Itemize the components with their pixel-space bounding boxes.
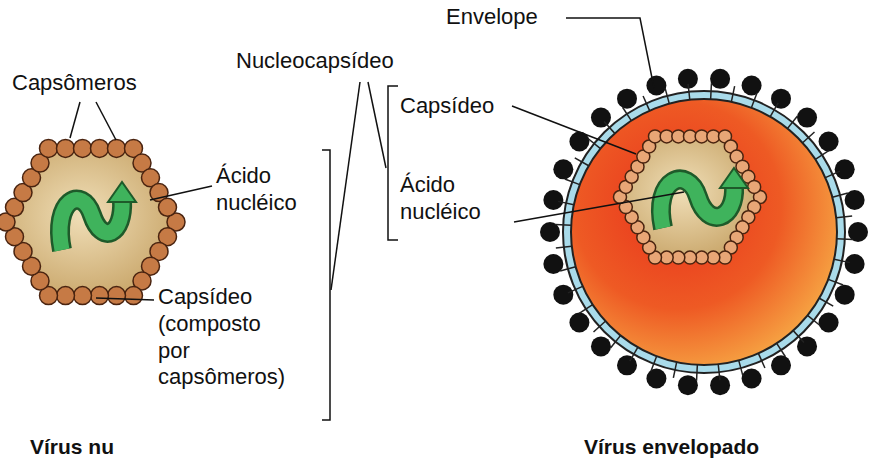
- nucleic-acid: [60, 182, 136, 250]
- capsid-interior: [620, 136, 760, 257]
- tick: [710, 83, 712, 99]
- capsomere: [108, 139, 126, 157]
- tick: [651, 356, 657, 371]
- capsomere: [91, 287, 109, 305]
- capsomere: [74, 287, 92, 305]
- tick: [604, 122, 615, 134]
- tick: [803, 132, 815, 143]
- capsomere: [125, 287, 143, 305]
- spike: [797, 336, 817, 356]
- capsomere: [57, 287, 75, 305]
- tick: [594, 321, 606, 332]
- part-label: Envelope: [446, 4, 538, 31]
- tick: [688, 84, 690, 100]
- spike: [845, 254, 865, 274]
- tick: [834, 259, 850, 262]
- spike: [553, 159, 573, 179]
- tick: [758, 353, 765, 368]
- spike: [742, 76, 762, 96]
- capsomere: [40, 139, 58, 157]
- spike: [569, 313, 589, 333]
- spike: [591, 108, 611, 128]
- tick: [832, 193, 847, 197]
- spike: [646, 368, 666, 388]
- capsomere: [91, 139, 109, 157]
- envelope-ticks: [555, 83, 853, 381]
- part-label: Capsídeo (composto por capsômeros): [158, 284, 285, 391]
- tick: [808, 315, 820, 325]
- capsomere: [74, 139, 92, 157]
- tick: [696, 365, 698, 381]
- tick: [731, 86, 734, 102]
- tick: [611, 336, 621, 348]
- matrix: [571, 99, 837, 365]
- part-label: Capsômeros: [12, 70, 137, 97]
- tick: [643, 96, 650, 111]
- tick: [815, 151, 828, 160]
- spike: [771, 89, 791, 109]
- tick: [579, 305, 592, 314]
- spike: [678, 375, 698, 395]
- tick: [630, 347, 638, 361]
- capsomere: [159, 198, 177, 216]
- spike: [617, 355, 637, 375]
- tick: [793, 331, 804, 343]
- tick: [560, 267, 575, 271]
- virus-title: Vírus nu: [30, 434, 114, 460]
- spike: [835, 285, 855, 305]
- tick: [787, 116, 797, 128]
- spike: [591, 336, 611, 356]
- envelope: [563, 91, 845, 373]
- tick: [558, 201, 574, 204]
- tick: [828, 279, 843, 285]
- tick: [819, 298, 833, 306]
- tick: [751, 93, 757, 108]
- spike: [797, 108, 817, 128]
- group-label: Nucleocapsídeo: [236, 48, 394, 75]
- tick: [836, 216, 852, 218]
- capsomeres: [0, 139, 185, 304]
- spike: [543, 190, 563, 210]
- tick: [623, 107, 632, 120]
- spike: [835, 159, 855, 179]
- tick: [825, 171, 840, 178]
- tick: [575, 158, 589, 166]
- spike: [553, 285, 573, 305]
- tick: [770, 103, 778, 117]
- spike: [771, 355, 791, 375]
- capsomere: [748, 180, 761, 193]
- spike: [646, 76, 666, 96]
- spike: [710, 69, 730, 89]
- tick: [568, 286, 583, 293]
- tick: [837, 238, 853, 240]
- part-label: Ácido nucléico: [400, 172, 481, 226]
- tick: [739, 360, 743, 375]
- spike: [819, 131, 839, 151]
- capsomere: [57, 139, 75, 157]
- envelope-spikes: [540, 69, 868, 395]
- tick: [777, 343, 786, 356]
- tick: [665, 88, 669, 103]
- part-label: Ácido nucléico: [216, 163, 297, 217]
- tick: [718, 364, 720, 380]
- tick: [555, 224, 571, 226]
- spike: [617, 89, 637, 109]
- tick: [565, 179, 580, 185]
- capsomere: [108, 287, 126, 305]
- spike: [819, 313, 839, 333]
- virus-title: Vírus envelopado: [584, 434, 759, 460]
- spike: [742, 368, 762, 388]
- tick: [556, 246, 572, 248]
- capsid-interior: [6, 148, 176, 295]
- leader-lines: [70, 18, 684, 420]
- tick: [673, 362, 676, 378]
- nucleic-acid: [661, 168, 748, 228]
- capsomeres: [614, 130, 767, 264]
- part-label: Capsídeo: [400, 93, 494, 120]
